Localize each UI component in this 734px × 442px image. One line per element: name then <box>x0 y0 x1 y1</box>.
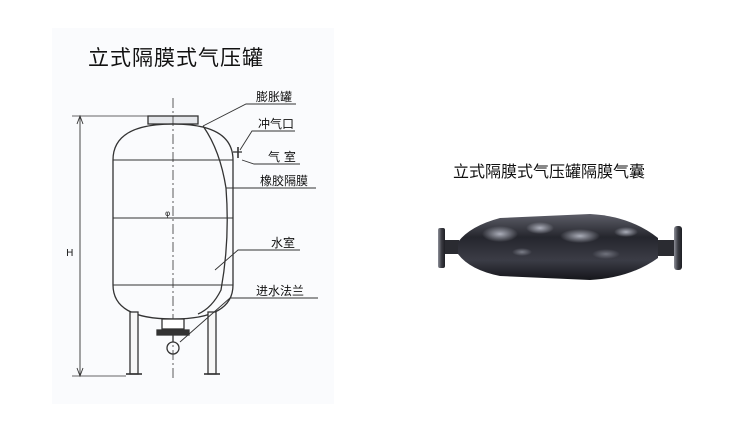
diaphragm-line <box>197 125 228 315</box>
diagram-title: 立式隔膜式气压罐 <box>88 46 264 70</box>
left-leg <box>129 311 139 375</box>
label-air-inlet: 冲气口 <box>258 117 295 131</box>
height-label: H <box>66 248 74 259</box>
diaphragm-bladder-image <box>438 214 682 280</box>
label-water-chamber: 水室 <box>271 236 296 250</box>
bladder-title: 立式隔膜式气压罐隔膜气囊 <box>453 162 646 181</box>
label-expansion-tank: 膨胀罐 <box>256 90 293 104</box>
label-rubber-diaphragm: 橡胶隔膜 <box>260 174 309 188</box>
diagram-panel <box>52 28 334 404</box>
label-inlet-flange: 进水法兰 <box>256 284 305 298</box>
right-leg <box>207 311 217 375</box>
diameter-label: φ <box>165 209 170 218</box>
inlet-flange-shape <box>156 329 190 336</box>
label-air-chamber: 气 室 <box>268 150 296 164</box>
